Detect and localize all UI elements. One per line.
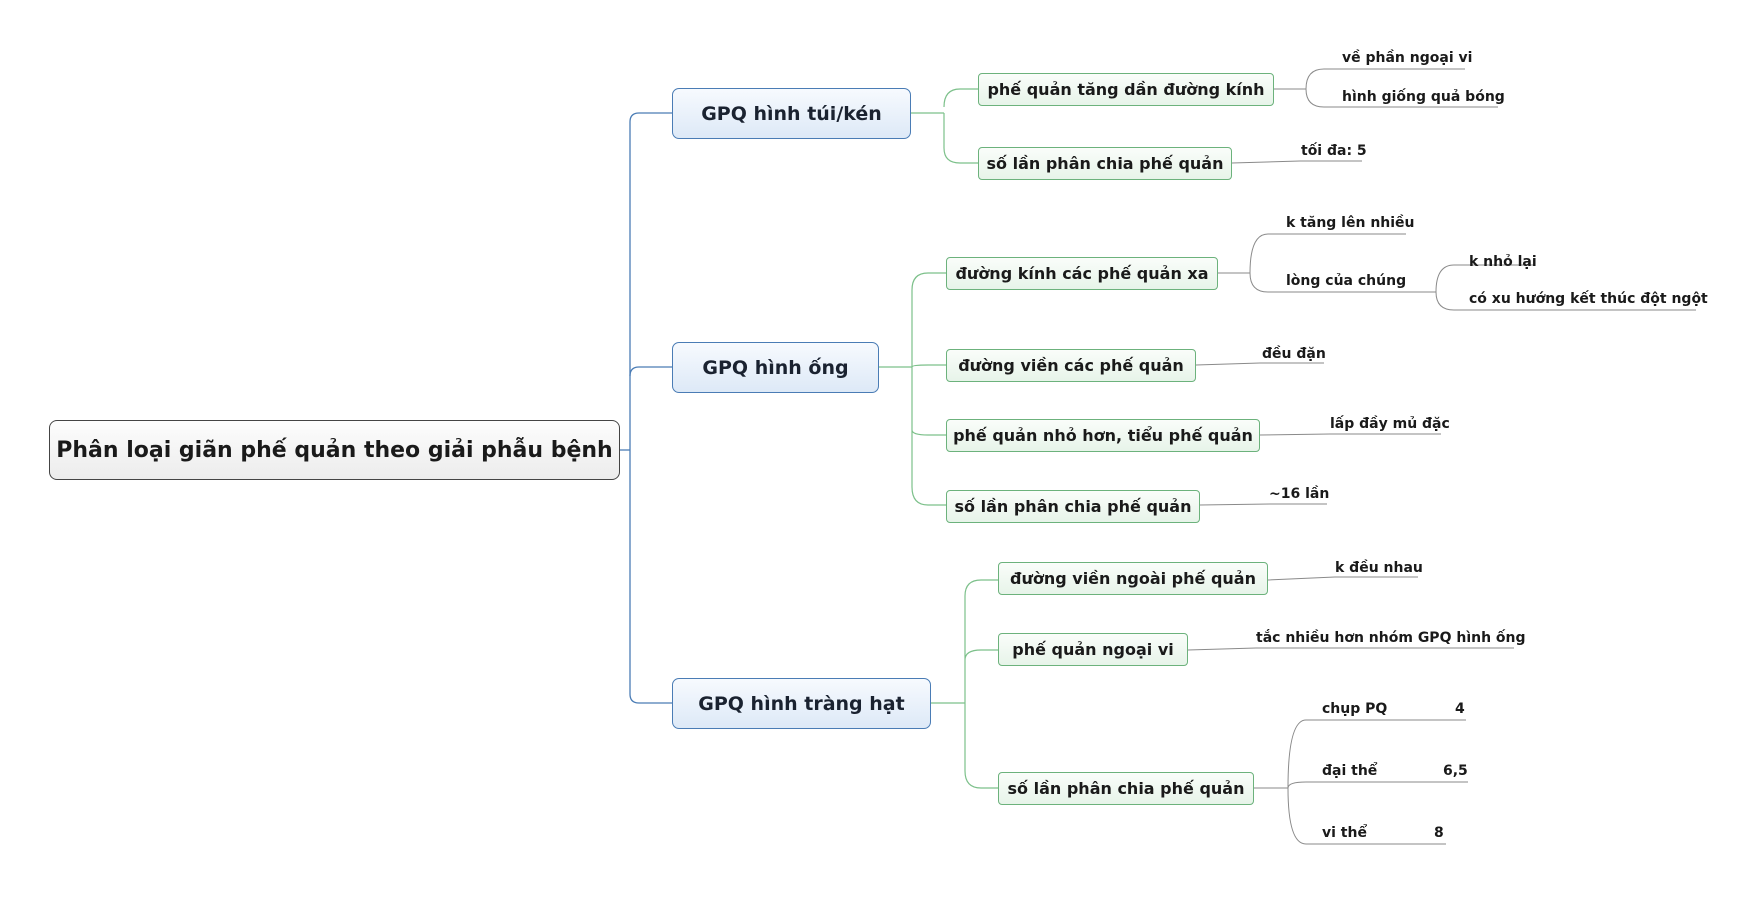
leaf-line-4	[1195, 362, 1324, 366]
leaf-line-2	[1231, 160, 1362, 164]
connector-root-trunk-vertical	[629, 112, 640, 704]
leaf-chup-pq-value: 4	[1455, 701, 1465, 717]
leaf-lap-day-mu-dac[interactable]: lấp đầy mủ đặc	[1330, 416, 1450, 432]
leaf-ve-phan-ngoai-vi[interactable]: về phần ngoại vi	[1342, 50, 1473, 66]
branch-gpq-hinh-tui-ken[interactable]: GPQ hình túi/kén	[672, 88, 911, 139]
leaf-long-cua-chung[interactable]: lòng của chúng	[1286, 273, 1407, 289]
leaf-16-lan[interactable]: ~16 lần	[1269, 486, 1330, 502]
leaf-line-5	[1259, 433, 1441, 436]
leaf-line-6	[1199, 503, 1327, 506]
subtopic-pq-ngoai-vi[interactable]: phế quản ngoại vi	[998, 633, 1188, 666]
leaf-xu-huong-ket-thuc[interactable]: có xu hướng kết thúc đột ngột	[1469, 291, 1708, 307]
leaf-k-tang-len-nhieu[interactable]: k tăng lên nhiều	[1286, 215, 1415, 231]
leaf-vi-the[interactable]: vi thể	[1322, 825, 1367, 841]
leaf-toi-da-5[interactable]: tối đa: 5	[1301, 143, 1367, 159]
leaf-line-7	[1267, 576, 1418, 581]
branch-gpq-hinh-trang-hat[interactable]: GPQ hình tràng hạt	[672, 678, 931, 729]
leaf-tac-nhieu-hon[interactable]: tắc nhiều hơn nhóm GPQ hình ống	[1256, 630, 1526, 646]
connector-b2	[879, 272, 946, 506]
leaf-deu-dan[interactable]: đều đặn	[1262, 346, 1326, 362]
branch-gpq-hinh-ong[interactable]: GPQ hình ống	[672, 342, 879, 393]
subtopic-so-lan-phan-chia-1[interactable]: số lần phân chia phế quản	[978, 147, 1232, 180]
subtopic-pq-nho-hon[interactable]: phế quản nhỏ hơn, tiểu phế quản	[946, 419, 1260, 452]
connector-main-2	[629, 366, 672, 377]
subtopic-duong-kinh-tang[interactable]: phế quản tăng dần đường kính	[978, 73, 1274, 106]
leaf-dai-the-value: 6,5	[1443, 763, 1468, 779]
leaf-hinh-giong-qua-bong[interactable]: hình giống quả bóng	[1342, 89, 1505, 105]
subtopic-duong-vien-pq[interactable]: đường viền các phế quản	[946, 349, 1196, 382]
subtopic-so-lan-phan-chia-2[interactable]: số lần phân chia phế quản	[946, 490, 1200, 523]
subtopic-duong-vien-ngoai[interactable]: đường viền ngoài phế quản	[998, 562, 1268, 595]
connector-b1	[911, 88, 978, 164]
leaf-line-3	[1218, 233, 1696, 311]
leaf-line-8	[1187, 647, 1514, 651]
leaf-k-nho-lai[interactable]: k nhỏ lại	[1469, 254, 1537, 270]
leaf-dai-the[interactable]: đại thể	[1322, 763, 1378, 779]
subtopic-duong-kinh-pq-xa[interactable]: đường kính các phế quản xa	[946, 257, 1218, 290]
leaf-line-1	[1274, 68, 1498, 108]
subtopic-so-lan-phan-chia-3[interactable]: số lần phân chia phế quản	[998, 772, 1254, 805]
connector-b3	[931, 579, 998, 789]
root-topic[interactable]: Phân loại giãn phế quản theo giải phẫu b…	[49, 420, 620, 480]
leaf-k-deu-nhau[interactable]: k đều nhau	[1335, 560, 1423, 576]
leaf-chup-pq[interactable]: chụp PQ	[1322, 701, 1388, 717]
leaf-vi-the-value: 8	[1434, 825, 1444, 841]
leaf-line-9	[1254, 719, 1468, 845]
